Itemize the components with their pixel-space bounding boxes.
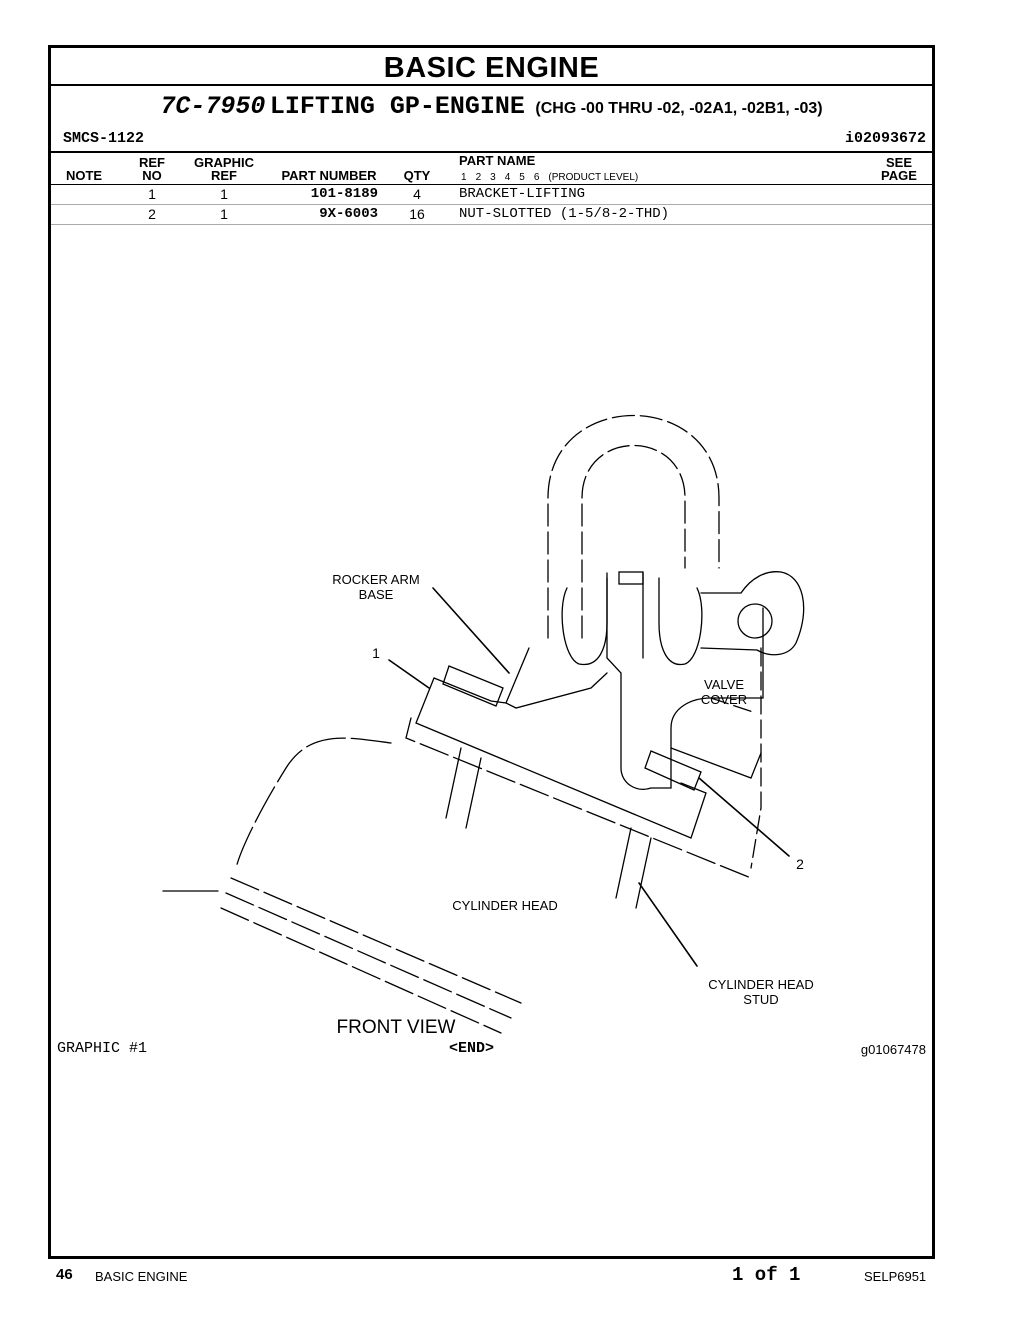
product-level-5: 5	[519, 172, 525, 183]
shackle-left-lug	[561, 577, 608, 666]
product-level-3: 3	[490, 172, 496, 183]
quantity: 4	[413, 186, 421, 202]
label-valve-cover-1: VALVE	[704, 677, 744, 692]
label-front-view: FRONT VIEW	[337, 1017, 456, 1038]
leader-callout-2	[698, 777, 790, 857]
ref-no: 2	[148, 206, 156, 222]
page-frame: BASIC ENGINE 7C-7950 LIFTING GP-ENGINE (…	[48, 45, 935, 1259]
table-row[interactable]: 1 1 101-8189 4 BRACKET-LIFTING	[51, 185, 932, 205]
footer-page-number: 46	[56, 1266, 73, 1283]
cylinder-head-lower-3	[220, 907, 502, 1034]
product-level-2: 2	[475, 172, 482, 183]
rocker-arm-base-top	[433, 677, 507, 704]
ref-no: 1	[148, 186, 156, 202]
end-marker: <END>	[449, 1040, 495, 1057]
product-level-6: 6	[533, 172, 540, 183]
header-top-rule	[51, 151, 932, 153]
label-cylinder-head-stud-2: STUD	[743, 992, 778, 1007]
col-part-name: PART NAME	[459, 153, 536, 168]
page-title: BASIC ENGINE	[383, 52, 600, 84]
col-ref-top: REF	[139, 155, 165, 170]
graphic-ref: 1	[220, 186, 228, 202]
shackle-pin-body	[700, 571, 805, 656]
graphic-id: g01067478	[860, 1042, 926, 1057]
rocker-arm-base	[415, 677, 707, 839]
col-graphic-top: GRAPHIC	[194, 155, 254, 170]
cylinder-head-top	[405, 717, 752, 879]
stud-right	[615, 827, 652, 909]
col-graphic-bottom: REF	[211, 168, 237, 183]
col-qty: QTY	[403, 168, 431, 183]
valve-cover-inner	[670, 747, 762, 779]
cylinder-head-lower-1	[230, 877, 522, 1004]
callout-2: 2	[796, 856, 804, 872]
callout-1: 1	[372, 645, 380, 661]
table-row[interactable]: 2 1 9X-6003 16 NUT-SLOTTED (1-5/8-2-THD)	[51, 205, 932, 225]
label-rocker-arm-base-1: ROCKER ARM	[332, 572, 419, 587]
footer-section: BASIC ENGINE	[95, 1269, 188, 1284]
change-range: (CHG -00 THRU -02, -02A1, -02B1, -03)	[535, 100, 823, 117]
cylinder-head-lower-2	[225, 892, 512, 1019]
bracket-base	[505, 647, 608, 709]
cylinder-head-curve	[235, 737, 392, 869]
group-part-number[interactable]: 7C-7950	[160, 92, 266, 121]
col-ref-bottom: NO	[142, 168, 162, 183]
col-see-bottom: PAGE	[881, 168, 917, 183]
title-bar: BASIC ENGINE	[51, 48, 932, 86]
part-number[interactable]: 101-8189	[310, 186, 378, 202]
col-note: NOTE	[65, 168, 103, 183]
footer-document: SELP6951	[864, 1269, 927, 1284]
leader-rocker-arm-base	[432, 587, 510, 674]
header-bottom-rule	[51, 184, 932, 185]
col-part-number: PART NUMBER	[281, 168, 377, 183]
product-level-4: 4	[504, 172, 511, 183]
group-title: 7C-7950 LIFTING GP-ENGINE (CHG -00 THRU …	[51, 92, 932, 121]
shackle-right-lug	[658, 577, 703, 666]
valve-cover-side	[750, 647, 762, 869]
stud-left	[445, 747, 482, 829]
group-part-title: LIFTING GP-ENGINE	[269, 92, 525, 121]
footer-page-of: 1 of 1	[732, 1264, 801, 1286]
product-level-label: (PRODUCT LEVEL)	[548, 172, 639, 183]
smcs-code: SMCS-1122	[63, 130, 145, 147]
shackle-pin-eye	[737, 603, 773, 639]
label-cylinder-head-stud-1: CYLINDER HEAD	[708, 977, 813, 992]
product-level-1: 1	[461, 172, 467, 183]
col-see-top: SEE	[885, 155, 912, 170]
nut-right	[644, 750, 702, 791]
valve-cover-edge	[710, 697, 757, 714]
quantity: 16	[409, 206, 425, 222]
part-number[interactable]: 9X-6003	[319, 206, 378, 222]
part-name: NUT-SLOTTED (1-5/8-2-THD)	[459, 206, 670, 222]
info-id: i02093672	[844, 130, 926, 147]
graphic-ref: 1	[220, 206, 228, 222]
graphic-label: GRAPHIC #1	[57, 1040, 148, 1057]
leader-cylinder-head-stud	[638, 882, 698, 967]
bracket-slot	[618, 571, 644, 585]
shackle-bow-inner	[581, 444, 686, 639]
bracket-upright	[606, 572, 764, 790]
nut-left	[442, 665, 504, 707]
part-name: BRACKET-LIFTING	[459, 186, 586, 202]
label-cylinder-head: CYLINDER HEAD	[452, 898, 557, 913]
label-rocker-arm-base-2: BASE	[359, 587, 394, 602]
leader-callout-1	[388, 659, 430, 689]
shackle-bow	[547, 414, 720, 639]
label-valve-cover-2: COVER	[701, 692, 747, 707]
lifting-group-illustration: ROCKER ARM BASE 1 VALVE COVER 2 CYLINDER…	[162, 414, 814, 1038]
